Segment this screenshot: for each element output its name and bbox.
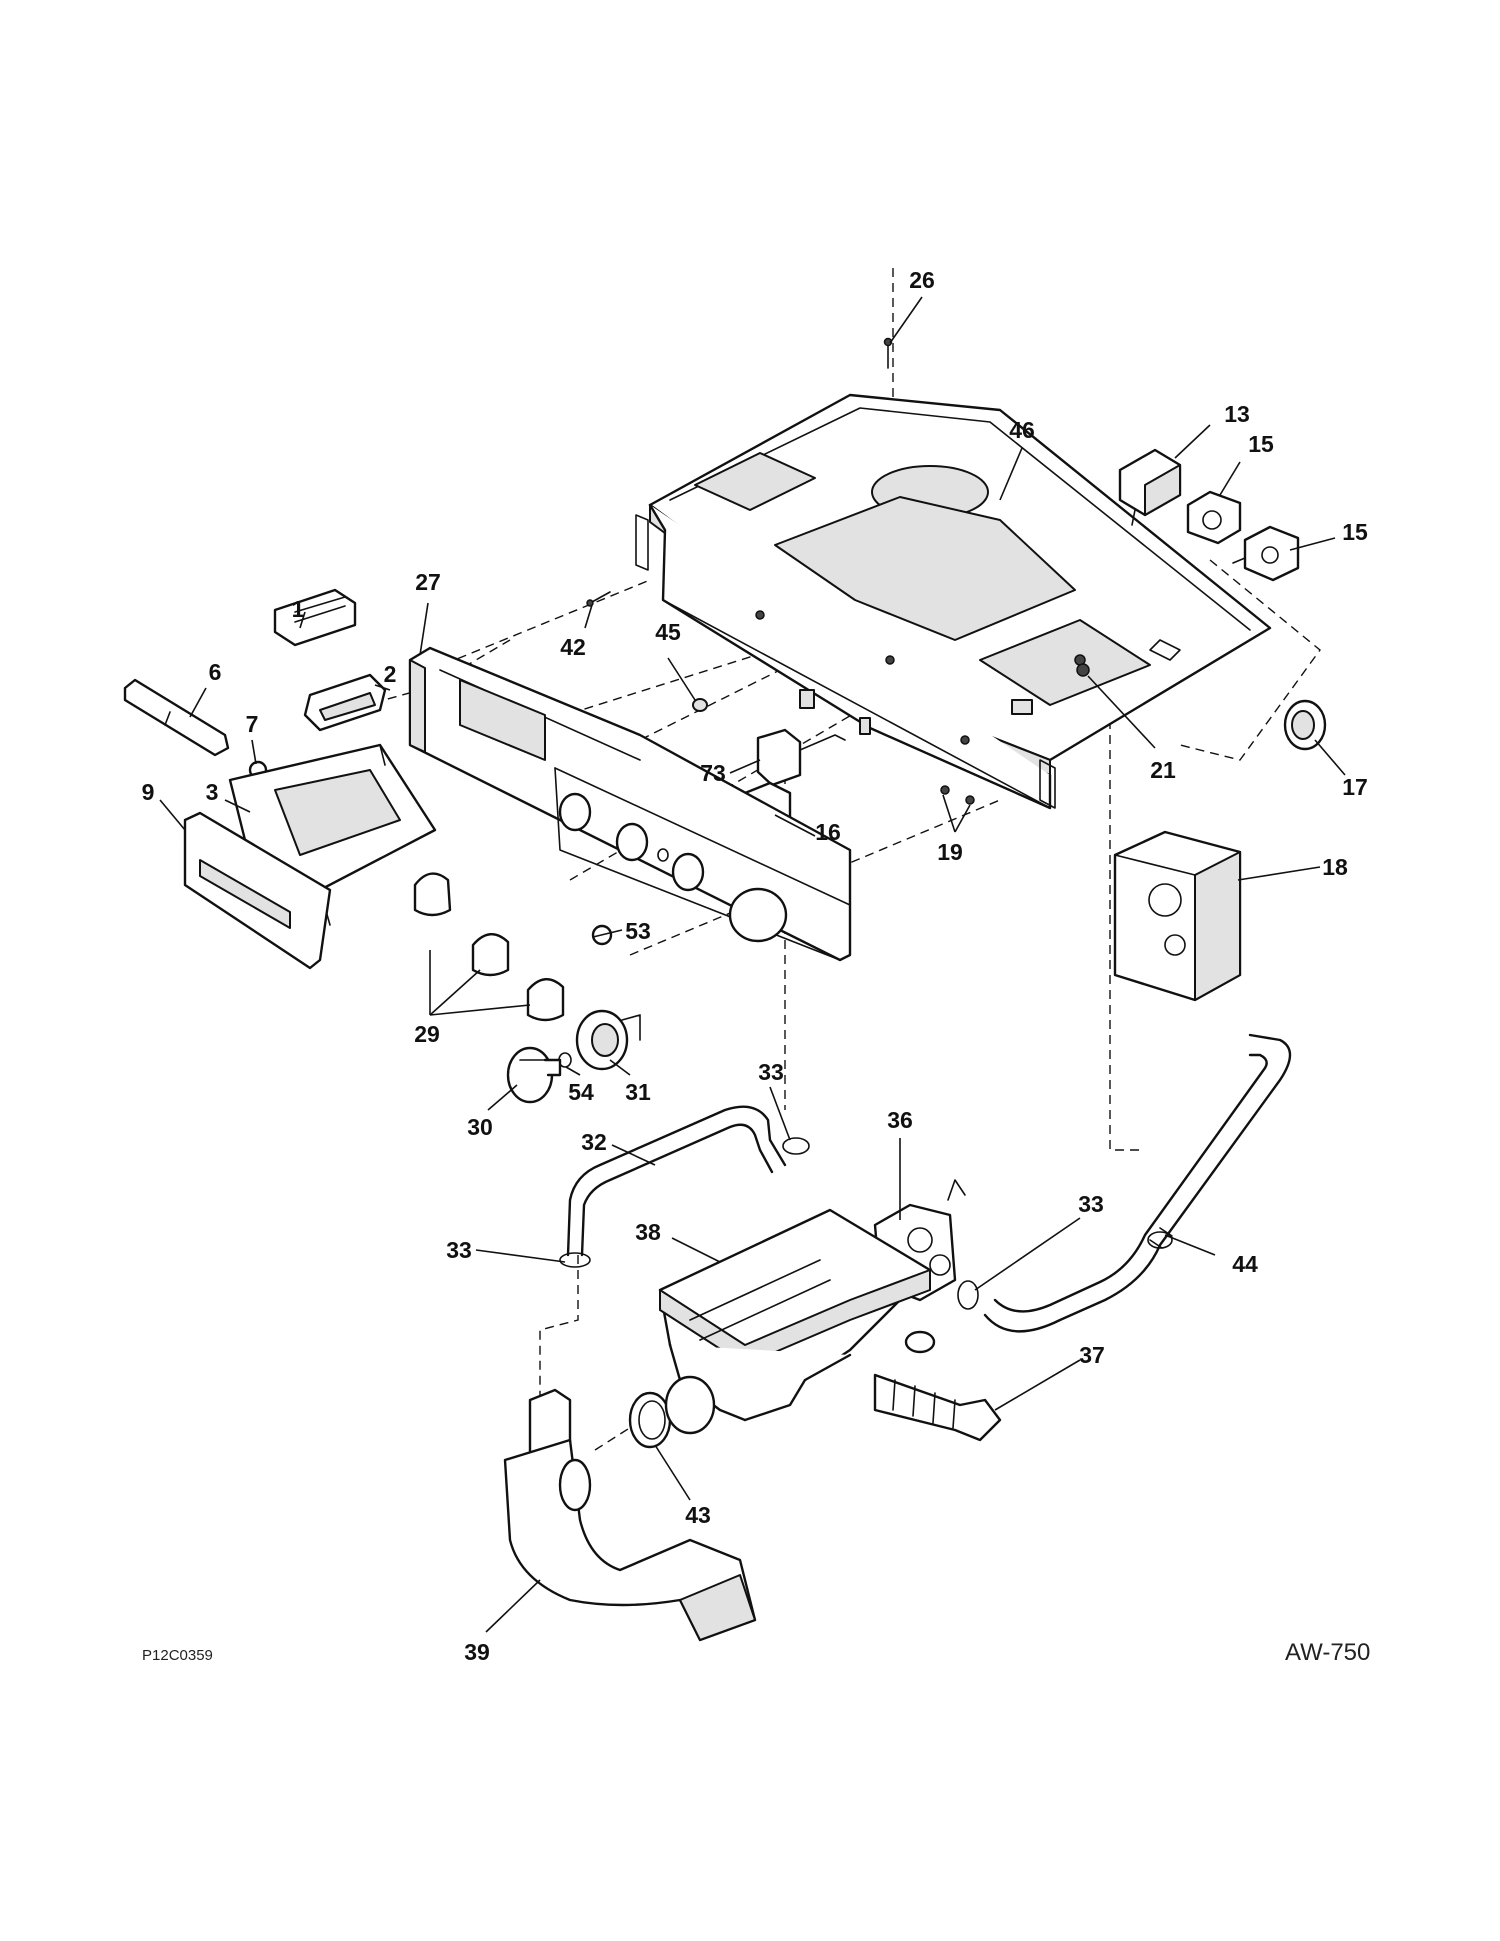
callout-31: 31	[625, 1079, 651, 1105]
drain-bellows-part-37	[873, 1373, 1002, 1442]
knob-part-31	[575, 1009, 641, 1071]
figure-code: P12C0359	[142, 1647, 213, 1664]
callout-18: 18	[1322, 854, 1348, 880]
callout-36: 36	[887, 1107, 913, 1133]
callout-37: 37	[1079, 1342, 1105, 1368]
clip-part-45	[692, 698, 708, 712]
drain-hose-part-44	[983, 1033, 1292, 1333]
drawer-handle-part-9	[183, 811, 332, 970]
callout-33-right: 33	[1078, 1191, 1104, 1217]
gasket-part-43	[628, 1391, 672, 1449]
duct-connector	[664, 1375, 716, 1435]
control-panel-part-27	[408, 646, 852, 962]
module-part-73	[756, 728, 846, 787]
timer-control-part-17	[1283, 699, 1327, 751]
duct-part-39	[503, 1388, 757, 1642]
callout-6: 6	[209, 659, 222, 685]
switch-part-13	[1118, 448, 1182, 526]
callout-15-upper: 15	[1248, 431, 1274, 457]
bracket-part-6	[123, 678, 230, 757]
callout-19: 19	[937, 839, 963, 865]
leader-lines	[159, 296, 1346, 1633]
callout-3: 3	[206, 779, 219, 805]
callout-54: 54	[568, 1079, 594, 1105]
callout-15-lower: 15	[1342, 519, 1368, 545]
callout-17: 17	[1342, 774, 1368, 800]
timer-module-part-18	[1113, 830, 1242, 1002]
dispenser-cover-part-1	[273, 588, 357, 647]
dispenser-cup-part-2	[303, 673, 387, 732]
callout-26: 26	[909, 267, 935, 293]
screws-part-19	[940, 785, 975, 805]
callout-46: 46	[1009, 417, 1035, 443]
callout-53: 53	[625, 918, 651, 944]
callout-13: 13	[1224, 401, 1250, 427]
callout-9: 9	[142, 779, 155, 805]
callout-7: 7	[246, 711, 259, 737]
callout-39: 39	[464, 1639, 490, 1665]
callout-30: 30	[467, 1114, 493, 1140]
callout-43: 43	[685, 1502, 711, 1528]
grommet-part-21	[1076, 663, 1090, 677]
model-number: AW-750	[1285, 1639, 1370, 1666]
callout-2: 2	[384, 661, 397, 687]
callout-38: 38	[635, 1219, 661, 1245]
callout-42: 42	[560, 634, 586, 660]
selector-switch-part-15-lower	[1232, 525, 1300, 582]
knob-part-30	[506, 1046, 562, 1104]
callout-27: 27	[415, 569, 441, 595]
callout-33-left: 33	[446, 1237, 472, 1263]
callout-32: 32	[581, 1129, 607, 1155]
callout-33-top: 33	[758, 1059, 784, 1085]
callout-29: 29	[414, 1021, 440, 1047]
knobs-part-29	[413, 872, 565, 1022]
callout-16: 16	[815, 819, 841, 845]
screw-part-42	[586, 591, 611, 607]
callout-1: 1	[292, 596, 305, 622]
callout-21: 21	[1150, 757, 1176, 783]
selector-switch-part-15-upper	[1186, 490, 1242, 545]
callout-44: 44	[1232, 1251, 1258, 1277]
callout-73: 73	[700, 760, 726, 786]
fill-hose-part-32	[566, 1105, 787, 1257]
console-frame-part-46	[635, 393, 1272, 810]
callout-labels: 26 46 13 15 15 17 18 21 19 16 73 45 42 2…	[142, 267, 1368, 1665]
hose-clamps-part-33	[559, 1137, 979, 1310]
dispenser-drawer-part-3	[228, 743, 437, 926]
callout-45: 45	[655, 619, 681, 645]
